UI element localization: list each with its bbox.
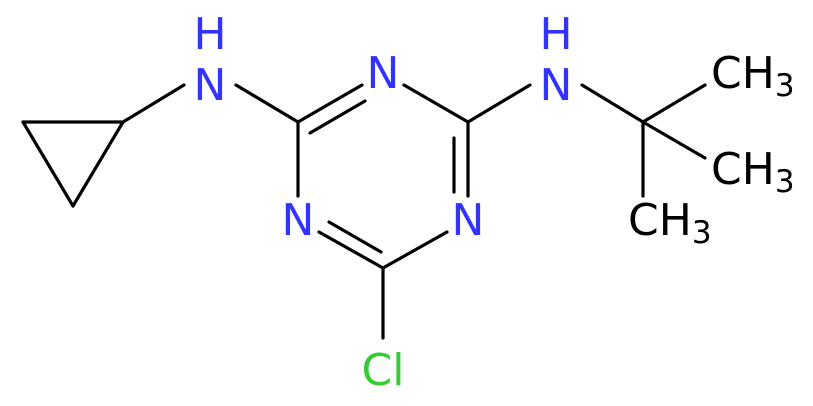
triazine-ring xyxy=(296,83,470,270)
chlorine-label: Cl xyxy=(362,345,405,396)
methyl-1-ch: CH xyxy=(711,48,775,99)
cyclopropyl-amine-bond xyxy=(121,83,186,124)
ring-amine-right-bond xyxy=(466,83,532,124)
ring-double-bond xyxy=(317,230,385,270)
tbutyl-methyl-bond xyxy=(641,83,707,124)
amine-left-ring-bond xyxy=(234,83,300,124)
ring-double-bond-inner xyxy=(327,220,383,254)
amine-right-h-label: H xyxy=(539,9,572,60)
methyl-2-subscript: 3 xyxy=(775,164,795,200)
methyl-label-3: CH3 xyxy=(628,195,712,251)
amine-tbutyl-bond xyxy=(580,83,645,124)
tbutyl-methyl-bond xyxy=(641,120,707,160)
tert-butyl-group xyxy=(580,83,707,198)
methyl-3-subscript: 3 xyxy=(692,215,712,251)
ring-bond xyxy=(402,83,470,124)
methyl-2-ch: CH xyxy=(711,144,775,195)
ring-double-bond-inner xyxy=(308,99,367,135)
amine-right-n-label: N xyxy=(540,60,573,111)
cyclopropyl-bond xyxy=(71,120,125,208)
methyl-label-2: CH3 xyxy=(711,144,795,200)
amine-left-n-label: N xyxy=(194,60,227,111)
ring-bond xyxy=(381,230,449,270)
methyl-3-ch: CH xyxy=(628,195,692,246)
ring-n-right-label: N xyxy=(452,195,485,246)
ring-n-top-label: N xyxy=(367,48,400,99)
methyl-1-subscript: 3 xyxy=(775,68,795,104)
ring-double-bond xyxy=(296,83,364,124)
ring-n-left-label: N xyxy=(282,195,315,246)
cyclopropyl-bond xyxy=(21,120,75,208)
amine-left-h-label: H xyxy=(193,9,226,60)
cyclopropyl-group xyxy=(21,83,186,208)
methyl-label-1: CH3 xyxy=(711,48,795,104)
